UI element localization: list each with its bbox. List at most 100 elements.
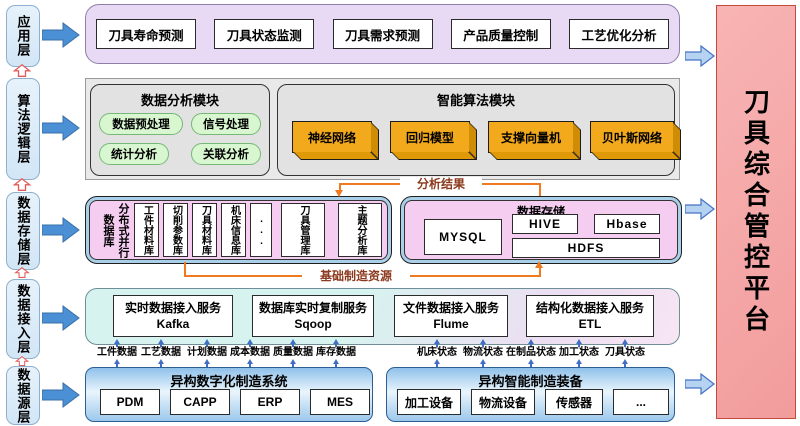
layer-label-access: 数据接入层 [6,279,40,359]
equipment-box: 传感器 [545,389,603,415]
up-arrowhead-icon [114,359,120,364]
algorithm-cube: 回归模型 [390,121,470,153]
analysis-item: 数据预处理 [99,113,183,135]
analysis-item: 关联分析 [191,143,261,165]
engine-box: HDFS [512,238,660,258]
equipment-box: 物流设备 [471,389,535,415]
equipment-box-ellipsis: ... [613,389,669,415]
basic-resource-line [184,262,186,275]
service-name: 文件数据接入服务 [402,301,499,315]
analysis-item: 统计分析 [99,143,169,165]
basic-resource-line [539,268,541,275]
app-item: 刀具需求预测 [332,19,433,49]
analysis-result-line [539,183,541,196]
service-tech: Flume [433,317,469,331]
layer-label-algorithm: 算法逻辑层 [6,78,40,180]
data-label: 机床状态 [417,347,457,358]
right-arrow-icon [42,382,80,408]
platform-panel: 刀具综合管控平台 [716,5,796,419]
panel-title: 异构数字化制造系统 [170,374,288,389]
data-label-cell: 工件数据 [94,339,140,367]
layer-label-application: 应用层 [6,5,40,67]
right-arrow-icon [685,45,715,67]
up-arrow-icon [14,356,30,366]
data-label: 刀具状态 [605,347,645,358]
service-name: 实时数据接入服务 [124,301,221,315]
analysis-item: 信号处理 [191,113,261,135]
intelligent-algorithm-module: 智能算法模块 神经网络 回归模型 支撑向量机 贝叶斯网络 [277,84,675,176]
algorithm-cube: 支撑向量机 [488,121,574,153]
application-band: 刀具寿命预测 刀具状态监测 刀具需求预测 产品质量控制 工艺优化分析 [85,4,680,64]
right-arrow-icon [685,198,715,220]
data-label-cell: 计划数据 [184,339,230,367]
system-box: ERP [240,389,300,415]
data-label-cell: 工艺数据 [138,339,184,367]
layer-label-storage: 数据存储层 [6,192,40,270]
app-item: 产品质量控制 [450,19,551,49]
service-name: 数据库实时复制服务 [258,301,367,315]
analysis-result-line [339,183,341,191]
data-label-cell: 质量数据 [270,339,316,367]
access-service: 实时数据接入服务 Kafka [113,295,233,337]
layer-label-source: 数据源层 [6,366,40,425]
data-label-cell: 物流状态 [460,339,506,367]
access-service: 数据库实时复制服务 Sqoop [252,295,374,337]
panel-title: 异构智能制造装备 [478,374,583,389]
module-title: 数据分析模块 [140,93,219,108]
service-name: 结构化数据接入服务 [535,301,644,315]
analysis-result-label: 分析结果 [400,177,482,191]
service-tech: ETL [578,317,602,331]
right-arrow-icon [42,217,80,243]
app-item: 工艺优化分析 [569,19,669,49]
data-label: 质量数据 [273,347,313,358]
db-box: 刀具材料库 [192,203,217,257]
data-label-cell: 机床状态 [414,339,460,367]
data-label: 成本数据 [230,347,270,358]
parallel-db-label: 分布式并行数据库 [102,202,129,258]
module-title: 智能算法模块 [436,93,515,108]
db-box: 主题分析库 [338,203,382,257]
algorithm-cube: 神经网络 [292,121,372,153]
data-label-cell: 在制品状态 [505,339,557,367]
engine-box: HIVE [512,214,578,234]
data-label-cell: 刀具状态 [602,339,648,367]
app-item: 刀具状态监测 [214,19,315,49]
system-box: MES [310,389,370,415]
service-tech: Kafka [156,317,190,331]
right-arrow-icon [42,22,80,48]
smart-equipment-panel: 异构智能制造装备 加工设备 物流设备 传感器 ... [386,367,675,422]
data-label: 计划数据 [187,347,227,358]
basic-resource-label: 基础制造资源 [302,269,410,283]
digital-systems-panel: 异构数字化制造系统 PDM CAPP ERP MES [85,367,373,422]
up-arrowhead-icon [535,261,543,268]
data-label: 工件数据 [97,347,137,358]
data-label-cell: 成本数据 [227,339,273,367]
db-box: 机床信息库 [221,203,246,257]
up-arrow-icon [13,178,31,191]
up-arrow-icon [14,267,30,278]
data-analysis-module: 数据分析模块 数据预处理 信号处理 统计分析 关联分析 [90,84,270,176]
right-arrow-icon [42,115,80,141]
data-label: 库存数据 [316,347,356,358]
data-label-cell: 库存数据 [313,339,359,367]
data-label: 物流状态 [463,347,503,358]
data-label-cell: 加工状态 [556,339,602,367]
algorithm-cube: 贝叶斯网络 [590,121,674,153]
engine-box: Hbase [594,214,660,234]
up-arrowhead-icon [114,339,120,344]
right-arrow-icon [685,373,715,395]
service-tech: Sqoop [294,317,332,331]
db-box-ellipsis: ... [250,203,272,257]
data-label: 加工状态 [559,347,599,358]
access-service: 结构化数据接入服务 ETL [526,295,654,337]
db-box: 切削参数库 [163,203,188,257]
db-box: 工件材料库 [134,203,159,257]
right-arrow-icon [42,305,80,331]
access-service: 文件数据接入服务 Flume [394,295,508,337]
up-arrow-icon [13,64,31,77]
equipment-box: 加工设备 [397,389,461,415]
system-box: PDM [100,389,160,415]
data-label: 工艺数据 [141,347,181,358]
data-label: 在制品状态 [506,347,556,358]
